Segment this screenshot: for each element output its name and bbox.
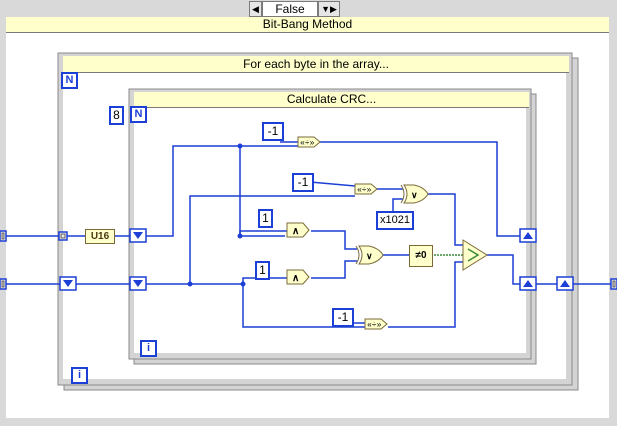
wire-junction	[237, 233, 243, 239]
inner-shift-register-byte-left	[129, 276, 147, 291]
case-tunnel-crc-in	[0, 230, 7, 242]
wire-shift-bot-sel	[388, 261, 463, 328]
case-tunnel-byte-in	[0, 278, 7, 290]
inner-shift-register-byte-left-arrow	[133, 280, 143, 287]
constant-neg-one-bottom[interactable]: -1	[332, 308, 354, 327]
wire-byte-inner	[146, 283, 365, 328]
wire-junction	[237, 143, 243, 149]
xor-middle-node-back	[355, 245, 360, 265]
not-equal-zero-node[interactable]: ≠0	[409, 245, 433, 267]
logical-shift-top-node-body	[297, 136, 321, 148]
inner-shift-register-byte-right-arrow	[523, 280, 533, 287]
constant-neg-one-top[interactable]: -1	[262, 122, 284, 141]
outer-tunnel-crc	[58, 231, 68, 241]
constant-one-upper[interactable]: 1	[258, 209, 273, 228]
outer-tunnel-crc-fill	[60, 233, 66, 239]
logical-shift-middle-node: «÷»	[354, 183, 378, 195]
wire-junction	[187, 281, 193, 287]
logical-shift-bottom-node: «÷»	[364, 318, 388, 330]
select-node	[462, 239, 488, 271]
wire-crc-inner	[146, 145, 285, 237]
wire-shift-left	[320, 141, 521, 237]
xor-top-node-back	[400, 184, 405, 204]
inner-loop-count-terminal: N	[130, 106, 147, 123]
xor-middle-node-glyph: ∨	[366, 251, 373, 261]
inner-shift-register-byte-right	[519, 276, 537, 291]
case-next-button[interactable]: ▼▶	[318, 1, 340, 17]
inner-shift-register-crc-right-arrow	[523, 232, 533, 239]
outer-loop-iteration-terminal: i	[71, 367, 88, 384]
inner-shift-register-crc-right	[519, 228, 537, 243]
case-tunnel-out-fill	[612, 280, 616, 288]
logical-shift-bottom-node-body	[364, 318, 388, 330]
inner-shift-register-crc-left	[129, 228, 147, 243]
wire-xor-select	[427, 193, 463, 246]
and-upper-node: ∧	[286, 222, 310, 238]
logical-shift-middle-node-body	[354, 183, 378, 195]
logical-shift-top-node: «÷»	[297, 136, 321, 148]
case-tunnel-out	[610, 278, 617, 290]
inner-loop-iteration-terminal: i	[140, 340, 157, 357]
case-tunnel-crc-in-fill	[1, 232, 5, 240]
outer-loop-count-terminal: N	[61, 72, 78, 89]
wire-byte-top	[189, 195, 355, 284]
logical-shift-bottom-node-glyph: «÷»	[367, 321, 382, 330]
wire-and1-xor	[311, 230, 357, 250]
and-upper-node-glyph: ∧	[292, 226, 299, 237]
case-tunnel-byte-in-fill	[1, 280, 5, 288]
xor-middle-node: ∨	[355, 245, 384, 265]
xor-top-node: ∨	[400, 184, 429, 204]
inner-shift-register-crc-left-arrow	[133, 232, 143, 239]
outer-shift-register-left	[59, 276, 77, 291]
wire-and2-xor	[311, 260, 357, 279]
outer-shift-register-left-arrow	[63, 280, 73, 287]
wire-poly-xor	[392, 198, 403, 211]
inner-loop-label: Calculate CRC...	[134, 92, 529, 108]
tunnels	[0, 228, 617, 291]
select-node-body	[462, 239, 488, 271]
wire-select-out	[487, 254, 521, 285]
xor-middle-node-body	[358, 245, 384, 265]
wires	[0, 141, 617, 328]
inner-loop-count-constant[interactable]: 8	[109, 106, 124, 125]
constant-neg-one-middle[interactable]: -1	[292, 173, 314, 192]
case-selector[interactable]: False	[262, 1, 318, 17]
wire-junction	[240, 281, 246, 287]
and-upper-node-body	[286, 222, 310, 238]
logical-shift-top-node-glyph: «÷»	[300, 139, 315, 148]
select-node-glyph	[467, 248, 480, 262]
constant-one-lower[interactable]: 1	[255, 261, 270, 280]
outer-shift-register-right	[556, 276, 574, 291]
outer-loop-label: For each byte in the array...	[63, 56, 569, 73]
xor-top-node-body	[403, 184, 429, 204]
and-lower-node-glyph: ∧	[292, 273, 299, 284]
constant-polynomial[interactable]: x1021	[376, 211, 414, 230]
case-prev-button[interactable]: ◀	[249, 1, 262, 17]
and-lower-node: ∧	[286, 269, 310, 285]
and-lower-node-body	[286, 269, 310, 285]
to-u16-node[interactable]: U16	[85, 229, 115, 244]
logical-shift-middle-node-glyph: «÷»	[357, 186, 372, 195]
xor-top-node-glyph: ∨	[411, 190, 418, 200]
function-nodes: «÷» «÷» «÷» ∧ ∧ ∨ ∨	[286, 136, 488, 330]
outer-shift-register-right-arrow	[560, 280, 570, 287]
case-subdiagram-label: Bit-Bang Method	[6, 17, 609, 33]
wire-neg1-mid	[309, 181, 356, 187]
